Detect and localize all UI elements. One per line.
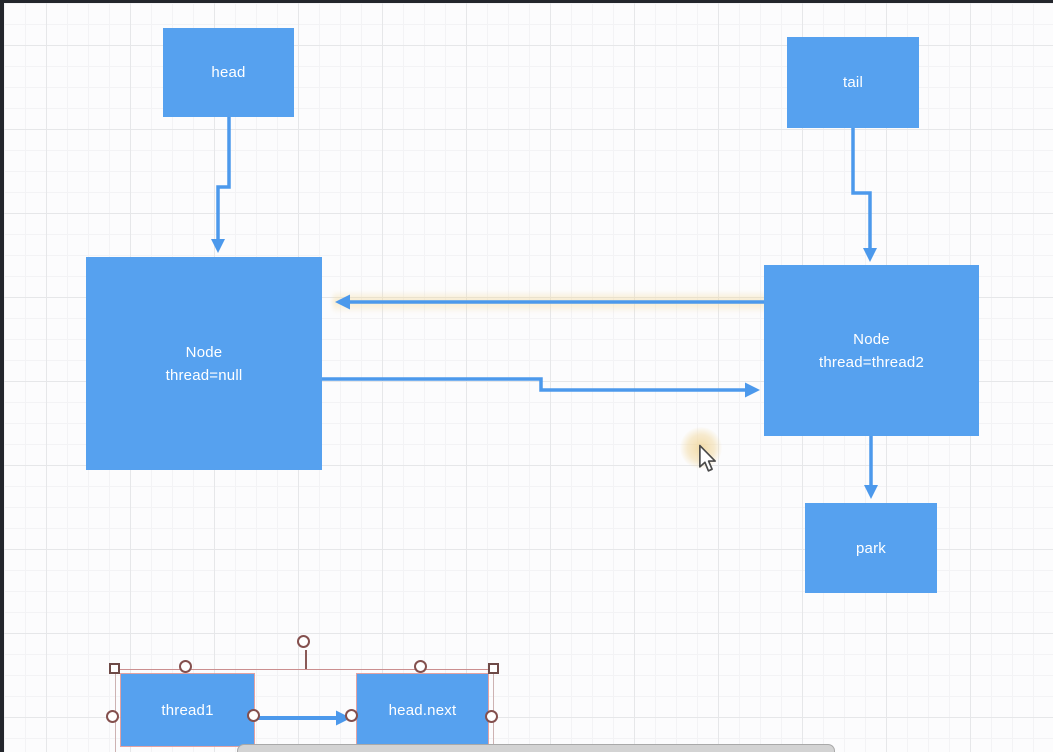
connector-tail-to-node-thread2[interactable] xyxy=(851,128,877,262)
connector-node-thread2-to-node-null[interactable] xyxy=(335,294,764,310)
selection-handle-top-head-next[interactable] xyxy=(414,660,427,673)
window-edge-top xyxy=(0,0,1053,3)
connector-node-null-to-node-thread2[interactable] xyxy=(322,377,760,398)
node-thread-thread2[interactable]: Node thread=thread2 xyxy=(764,265,979,436)
node-thread1-label: thread1 xyxy=(161,701,214,719)
node-park[interactable]: park xyxy=(805,503,937,593)
connector-thread1-to-head-next[interactable] xyxy=(258,710,351,726)
node-tail[interactable]: tail xyxy=(787,37,919,128)
connector-node-thread2-to-park[interactable] xyxy=(864,436,878,499)
selection-corner-handle-top-right[interactable] xyxy=(488,663,499,674)
selection-handle-right[interactable] xyxy=(485,710,498,723)
rotate-handle[interactable] xyxy=(297,635,310,648)
node-thread-thread2-label-line1: Node xyxy=(853,330,890,348)
selection-corner-handle-top-left[interactable] xyxy=(109,663,120,674)
node-head-label: head xyxy=(211,64,246,81)
connector-head-to-node-null[interactable] xyxy=(211,117,231,253)
node-head[interactable]: head xyxy=(163,28,294,117)
window-edge-left xyxy=(0,0,4,752)
connection-point-head-next-left[interactable] xyxy=(345,709,358,722)
node-thread-thread2-label-line2: thread=thread2 xyxy=(819,353,924,371)
selection-handle-top-thread1[interactable] xyxy=(179,660,192,673)
selection-handle-left[interactable] xyxy=(106,710,119,723)
cursor-arrow-icon xyxy=(699,444,716,472)
node-thread-null-label-line2: thread=null xyxy=(165,366,243,384)
bottom-toolbar-peek[interactable] xyxy=(237,744,835,752)
node-thread-null-label-line1: Node xyxy=(185,343,223,361)
node-park-label: park xyxy=(856,539,886,557)
node-head-next[interactable]: head.next xyxy=(357,674,488,746)
rotate-handle-stem xyxy=(305,650,307,669)
node-thread-null[interactable]: Node thread=null xyxy=(86,257,322,470)
node-head-next-label: head.next xyxy=(388,701,457,719)
node-tail-label: tail xyxy=(843,74,863,91)
node-thread1[interactable]: thread1 xyxy=(121,674,254,746)
connection-point-thread1-right[interactable] xyxy=(247,709,260,722)
